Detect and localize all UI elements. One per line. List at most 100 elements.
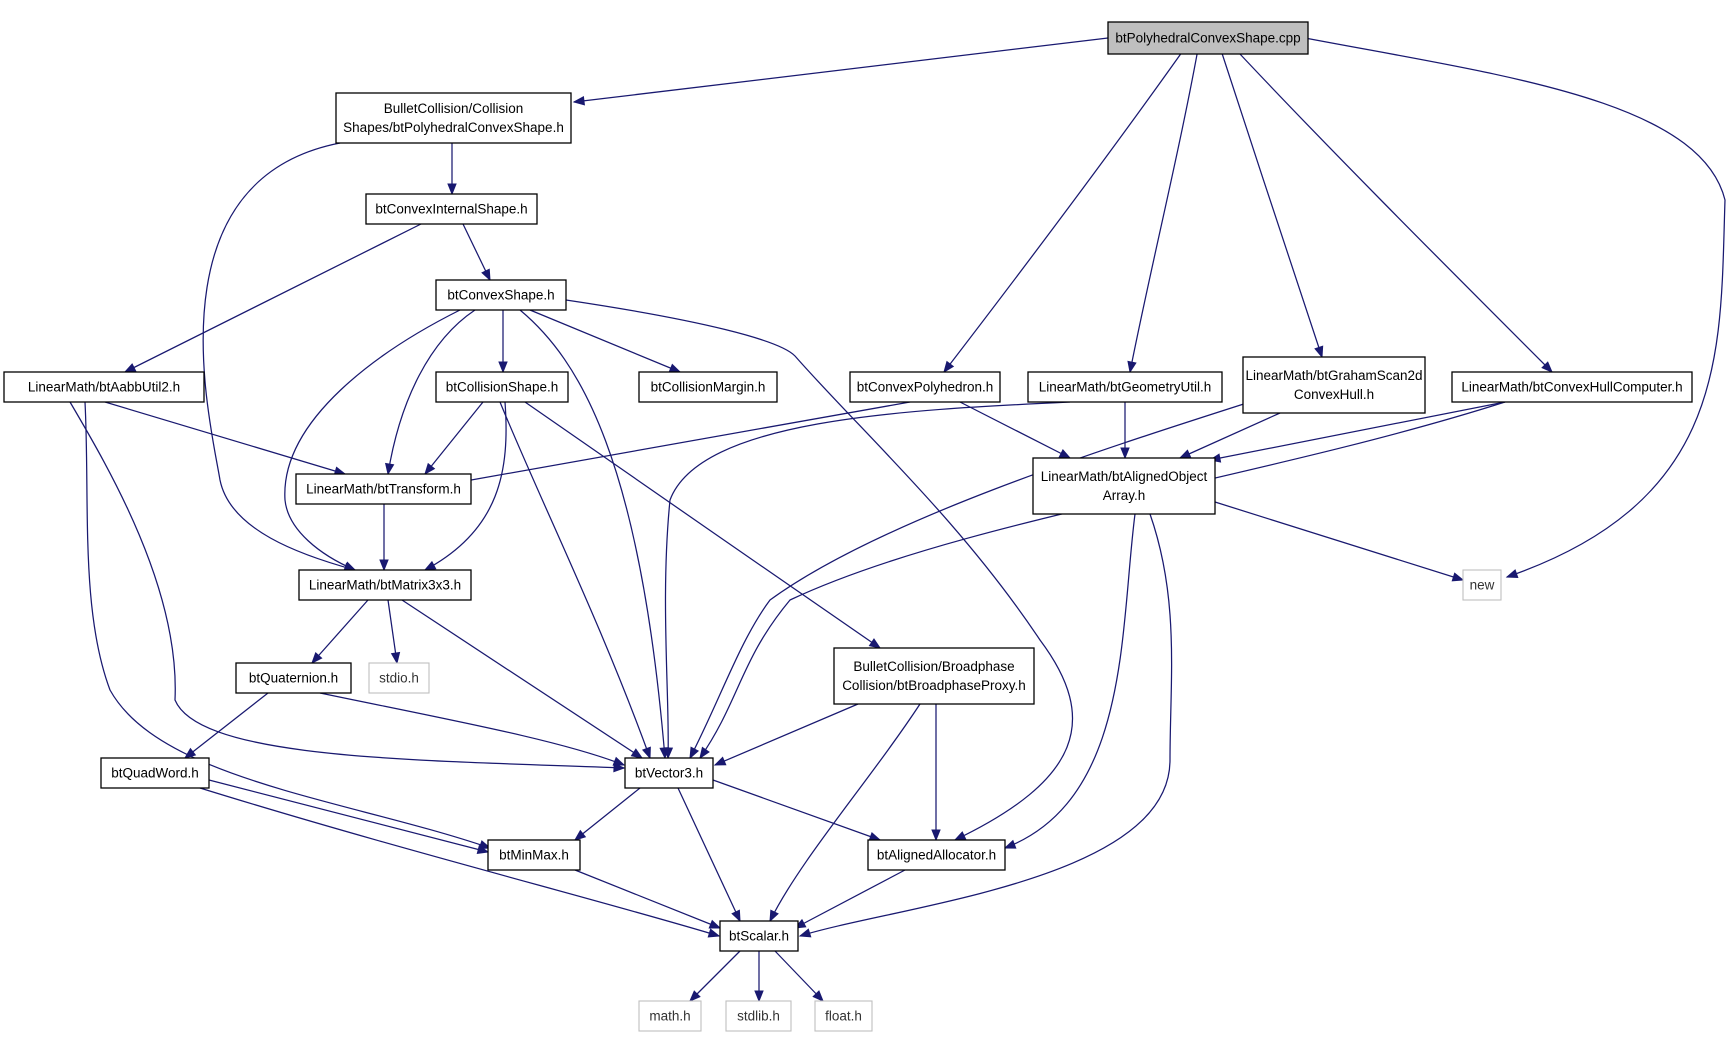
node-new: new bbox=[1462, 569, 1502, 601]
edge-scalar-to-math bbox=[689, 950, 741, 1002]
edge-scalar-to-stdlib bbox=[754, 951, 764, 1003]
edge-arrowhead bbox=[1314, 345, 1324, 359]
node-box bbox=[487, 839, 581, 871]
node-label: btAlignedAllocator.h bbox=[877, 848, 996, 863]
edge-line bbox=[1004, 513, 1136, 849]
node-label: math.h bbox=[649, 1009, 690, 1024]
edge-vector3-to-scalar bbox=[677, 787, 741, 923]
edge-line bbox=[529, 309, 681, 373]
node-hullcomp[interactable]: LinearMath/btConvexHullComputer.h bbox=[1451, 371, 1693, 403]
node-label: LinearMath/btGrahamScan2d bbox=[1245, 368, 1422, 383]
edge-arrowhead bbox=[689, 746, 700, 760]
node-label: Collision/btBroadphaseProxy.h bbox=[842, 678, 1026, 693]
edge-line bbox=[573, 37, 1109, 103]
node-box bbox=[435, 371, 569, 403]
edge-line bbox=[1304, 37, 1726, 578]
edge-line bbox=[208, 779, 489, 853]
node-polyshape_h[interactable]: BulletCollision/CollisionShapes/btPolyhe… bbox=[335, 92, 572, 144]
node-label: btQuaternion.h bbox=[249, 671, 338, 686]
edge-aabbutil-to-vector3 bbox=[69, 401, 626, 773]
edge-line bbox=[712, 779, 881, 841]
edge-arrowhead bbox=[689, 990, 701, 1002]
edge-line bbox=[84, 401, 491, 849]
edge-aabbutil-to-transform bbox=[104, 401, 347, 476]
node-collisionshape[interactable]: btCollisionShape.h bbox=[435, 371, 569, 403]
edge-arrowhead bbox=[498, 361, 508, 374]
node-label: Array.h bbox=[1103, 488, 1146, 503]
node-label: btCollisionShape.h bbox=[446, 380, 559, 395]
edge-arrowhead bbox=[707, 928, 721, 938]
node-label: float.h bbox=[825, 1009, 862, 1024]
node-box bbox=[833, 647, 1035, 705]
node-label: new bbox=[1470, 578, 1495, 593]
edge-root-to-graham bbox=[1216, 37, 1324, 359]
edge-convexinternal-to-aabbutil bbox=[123, 223, 422, 373]
edge-arrowhead bbox=[1541, 361, 1553, 373]
edge-line bbox=[774, 950, 824, 1002]
node-collisionmargin[interactable]: btCollisionMargin.h bbox=[638, 371, 778, 403]
edge-arrowhead bbox=[630, 748, 644, 759]
edge-line bbox=[124, 223, 422, 373]
node-label: btCollisionMargin.h bbox=[651, 380, 766, 395]
node-box bbox=[1027, 371, 1223, 403]
edge-arrowhead bbox=[812, 990, 824, 1002]
edge-arrowhead bbox=[708, 919, 722, 929]
edge-arrowhead bbox=[613, 762, 626, 773]
node-root[interactable]: btPolyhedralConvexShape.cpp bbox=[1107, 21, 1309, 55]
edge-arrowhead bbox=[798, 928, 812, 938]
node-convexshape[interactable]: btConvexShape.h bbox=[435, 279, 567, 311]
edge-convexshape-to-collisionmargin bbox=[529, 309, 682, 373]
node-vector3[interactable]: btVector3.h bbox=[624, 757, 714, 789]
edge-root-to-hullcomp bbox=[1224, 37, 1553, 373]
edge-line bbox=[1129, 37, 1201, 373]
edge-convexinternal-to-convexshape bbox=[462, 223, 491, 282]
edge-broadphase-to-vector3 bbox=[713, 703, 859, 766]
edge-scalar-to-float bbox=[774, 950, 824, 1002]
edge-line bbox=[959, 401, 1071, 459]
edge-vector3-to-allocator bbox=[712, 779, 882, 841]
edge-root-to-convexpoly bbox=[943, 37, 1193, 374]
edge-matrix-to-vector3 bbox=[401, 599, 644, 759]
node-box bbox=[235, 662, 352, 694]
edge-convexshape-to-transform bbox=[385, 309, 476, 476]
node-box bbox=[849, 371, 1001, 403]
edge-arrowhead bbox=[868, 831, 882, 841]
node-geomutil[interactable]: LinearMath/btGeometryUtil.h bbox=[1027, 371, 1223, 403]
edge-line bbox=[769, 703, 921, 922]
edge-line bbox=[574, 869, 721, 929]
edge-geomutil-to-vector3 bbox=[663, 401, 1071, 760]
node-allocator[interactable]: btAlignedAllocator.h bbox=[867, 839, 1006, 871]
node-matrix[interactable]: LinearMath/btMatrix3x3.h bbox=[298, 569, 472, 601]
edge-quaternion-to-vector3 bbox=[319, 692, 626, 766]
edge-quadword-to-minmax bbox=[208, 779, 490, 854]
edge-line bbox=[202, 142, 356, 571]
node-label: btPolyhedralConvexShape.cpp bbox=[1115, 31, 1300, 46]
node-minmax[interactable]: btMinMax.h bbox=[487, 839, 581, 871]
node-box bbox=[1032, 457, 1216, 515]
node-quaternion[interactable]: btQuaternion.h bbox=[235, 662, 352, 694]
node-label: BulletCollision/Collision bbox=[384, 101, 524, 116]
edge-line bbox=[199, 787, 720, 937]
edge-minmax-to-scalar bbox=[574, 869, 722, 929]
node-aabbutil[interactable]: LinearMath/btAabbUtil2.h bbox=[3, 371, 205, 403]
edge-alignedarray-to-new bbox=[1214, 501, 1465, 582]
node-broadphase[interactable]: BulletCollision/BroadphaseCollision/btBr… bbox=[833, 647, 1035, 705]
edge-line bbox=[794, 869, 906, 929]
node-label: BulletCollision/Broadphase bbox=[853, 659, 1014, 674]
node-quadword[interactable]: btQuadWord.h bbox=[100, 757, 210, 789]
edge-line bbox=[387, 599, 398, 664]
node-scalar[interactable]: btScalar.h bbox=[719, 920, 799, 952]
node-convexpoly[interactable]: btConvexPolyhedron.h bbox=[849, 371, 1001, 403]
node-transform[interactable]: LinearMath/btTransform.h bbox=[295, 473, 472, 505]
edge-arrowhead bbox=[481, 268, 491, 282]
node-box bbox=[368, 662, 430, 694]
edge-arrowhead bbox=[1003, 839, 1017, 849]
edge-alignedarray-to-allocator bbox=[1003, 513, 1136, 849]
edge-arrowhead bbox=[385, 462, 395, 476]
node-label: stdio.h bbox=[379, 671, 419, 686]
node-convexinternal[interactable]: btConvexInternalShape.h bbox=[365, 193, 538, 225]
edge-line bbox=[689, 950, 741, 1002]
